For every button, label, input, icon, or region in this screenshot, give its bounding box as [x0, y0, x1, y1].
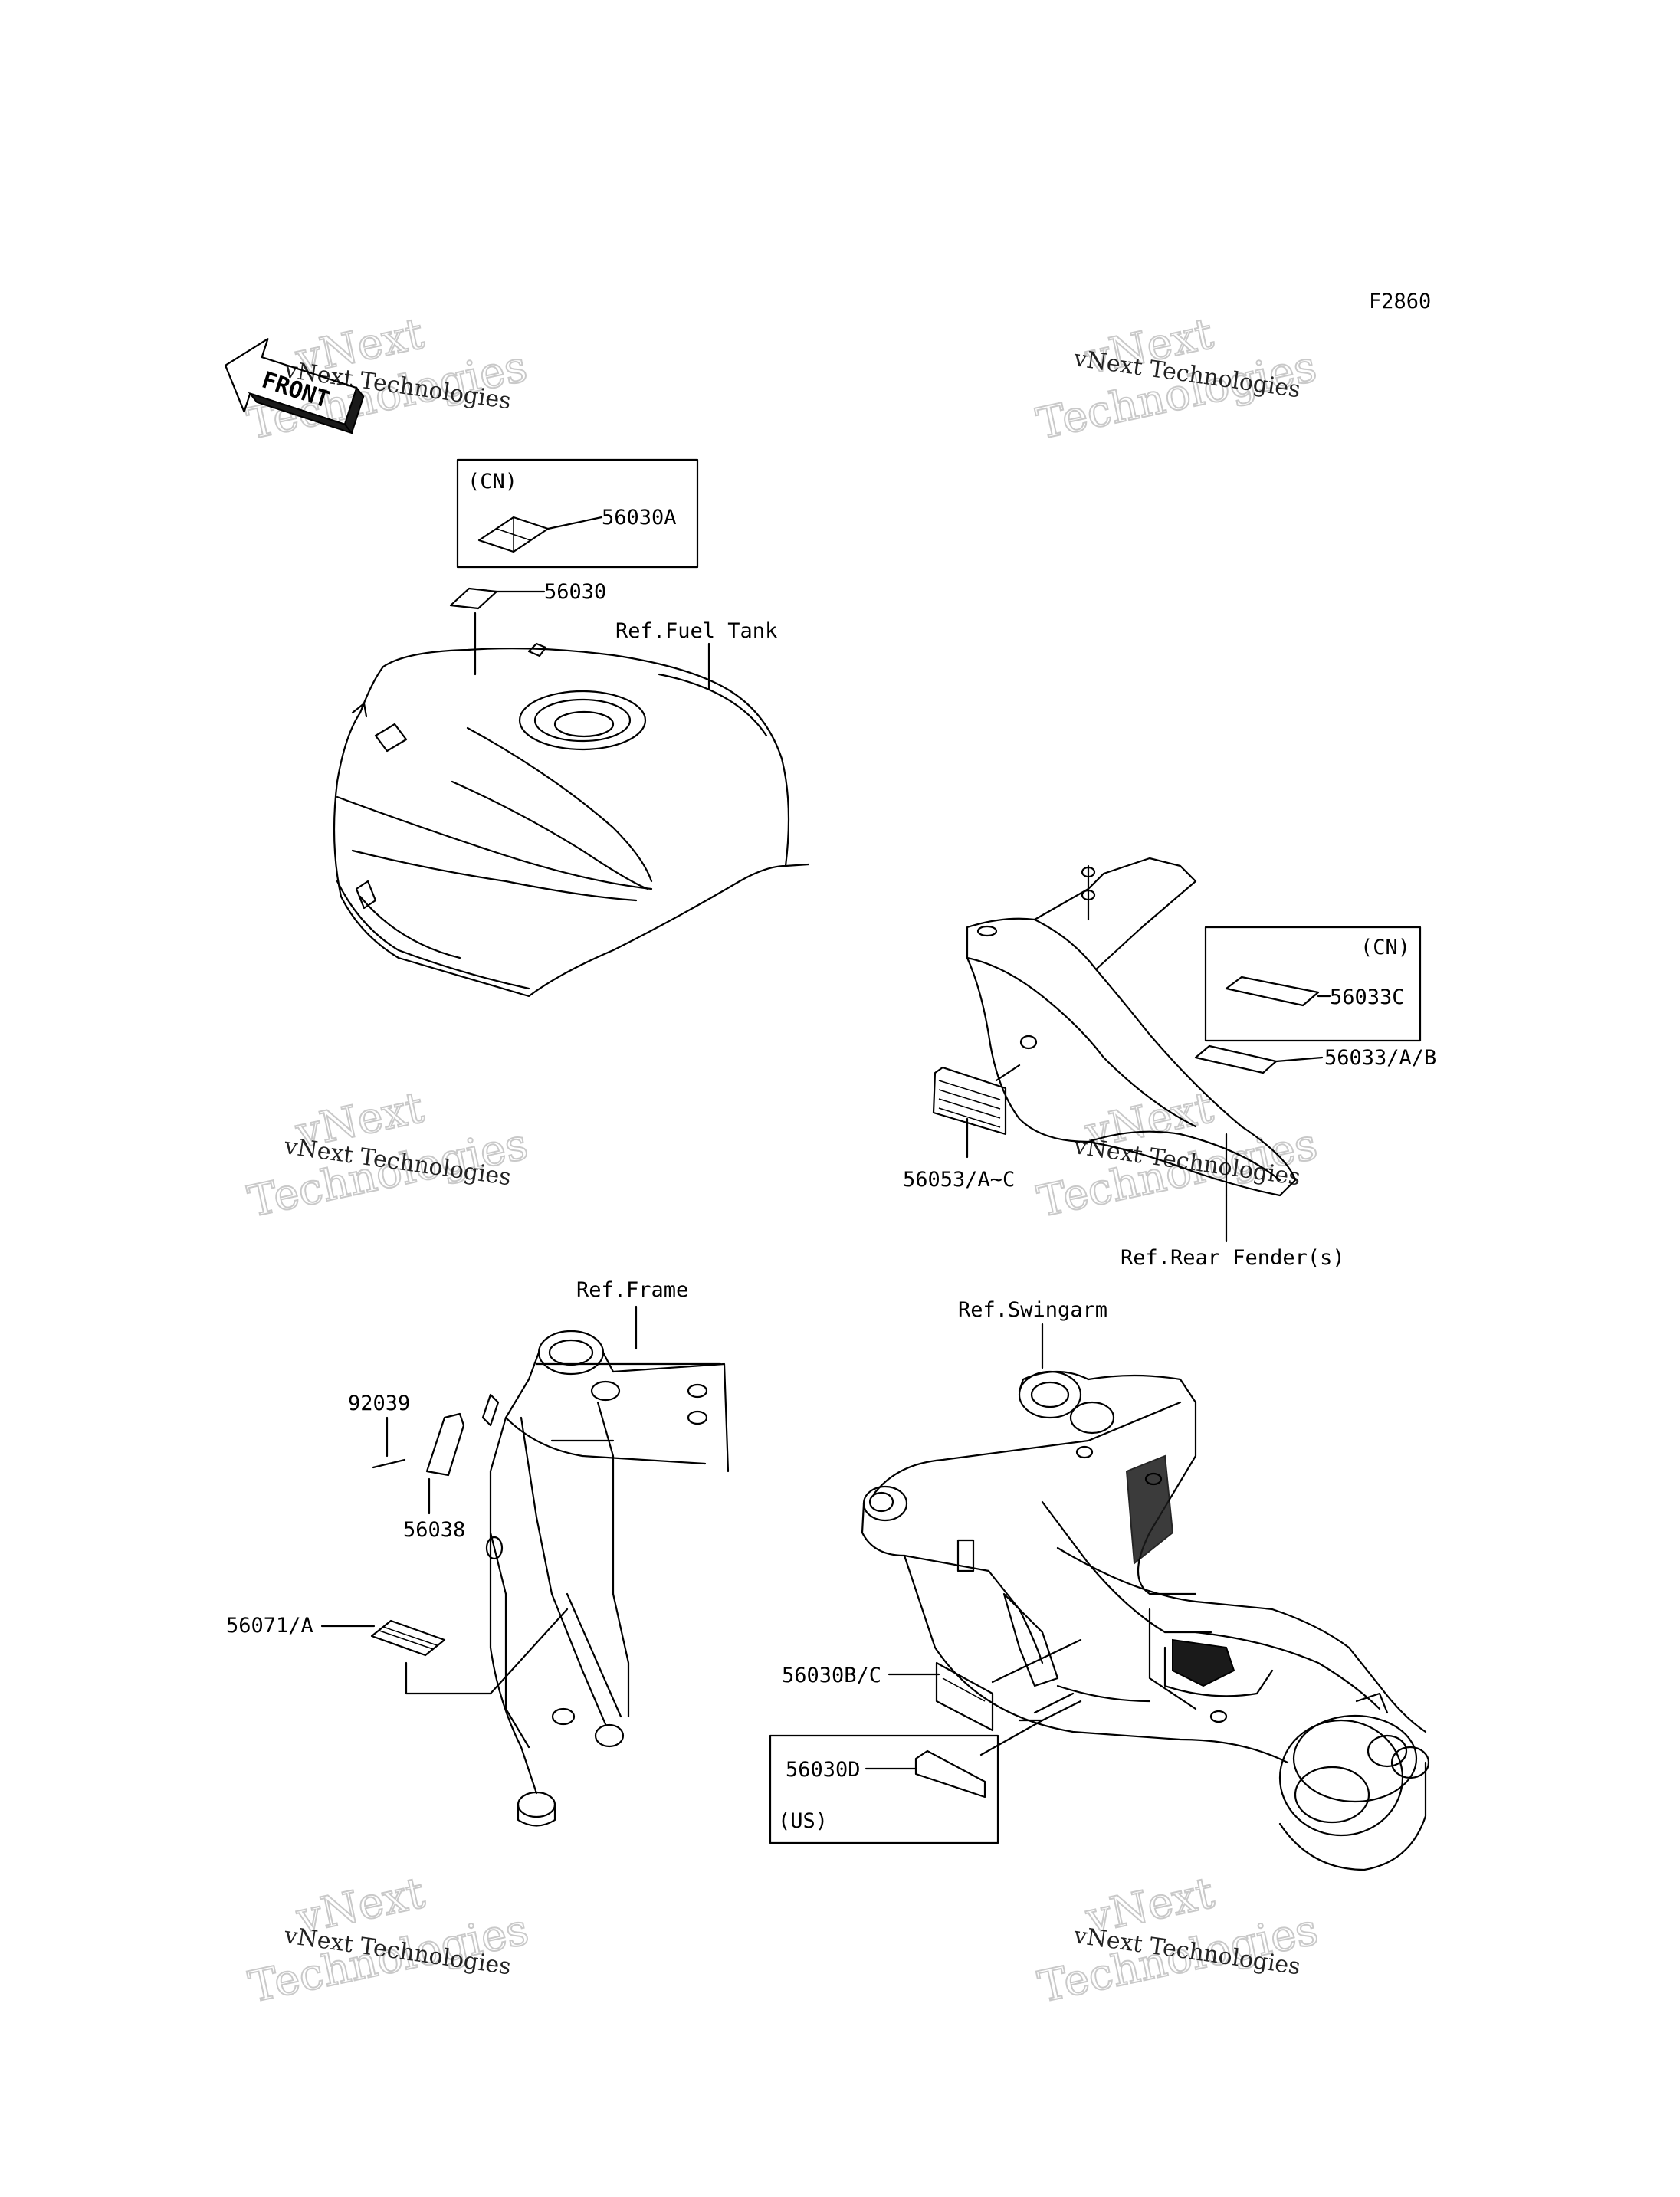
label-sticker-56071	[370, 1619, 446, 1657]
fuel-tank-drawing	[333, 642, 810, 998]
ref-fuel-tank: Ref.Fuel Tank	[615, 619, 777, 643]
label-sticker-56033C	[1225, 976, 1320, 1007]
pin-92039-icon	[372, 1458, 406, 1469]
ref-rear-fender: Ref.Rear Fender(s)	[1121, 1246, 1345, 1270]
rear-fender-drawing	[966, 857, 1297, 1197]
label-sticker-56053	[932, 1066, 1007, 1136]
us-box-swingarm	[769, 1734, 999, 1844]
watermark-bottom-right: vNext Technologies	[1033, 1867, 1323, 2014]
label-sticker-56030D	[914, 1749, 986, 1799]
part-56033C: 56033C	[1330, 985, 1405, 1009]
watermark-bottom-left: vNext Technologies	[244, 1867, 533, 2014]
label-sticker-56038	[425, 1412, 465, 1477]
cn-box-fender	[1204, 926, 1422, 1042]
cn-box-tank	[456, 458, 699, 569]
swingarm-drawing	[861, 1370, 1430, 1871]
part-92039: 92039	[348, 1392, 410, 1415]
part-56038: 56038	[403, 1518, 465, 1542]
frame-drawing	[481, 1330, 730, 1827]
part-56071: 56071/A	[226, 1614, 313, 1638]
label-sticker-56033AB	[1194, 1044, 1278, 1074]
part-56033AB: 56033/A/B	[1324, 1046, 1436, 1070]
part-56053: 56053/A~C	[903, 1168, 1015, 1192]
part-56030D: 56030D	[786, 1758, 861, 1782]
label-sticker-56030A	[477, 516, 550, 553]
label-sticker-56030BC	[935, 1661, 994, 1732]
part-56030A: 56030A	[602, 506, 677, 530]
watermark-mid-left: vNext Technologies	[243, 1082, 533, 1228]
ref-swingarm: Ref.Swingarm	[958, 1298, 1107, 1322]
cn-tag-tank: (CN)	[468, 470, 517, 494]
us-tag-swingarm: (US)	[778, 1809, 828, 1833]
watermark-mid-right: vNext Technologies	[1032, 1082, 1322, 1228]
label-sticker-56030	[449, 587, 498, 610]
ref-frame: Ref.Frame	[576, 1278, 688, 1302]
diagram-code: F2860	[1369, 290, 1431, 313]
cn-tag-fender: (CN)	[1360, 936, 1410, 959]
part-56030: 56030	[544, 580, 606, 604]
part-56030BC: 56030B/C	[782, 1664, 881, 1687]
